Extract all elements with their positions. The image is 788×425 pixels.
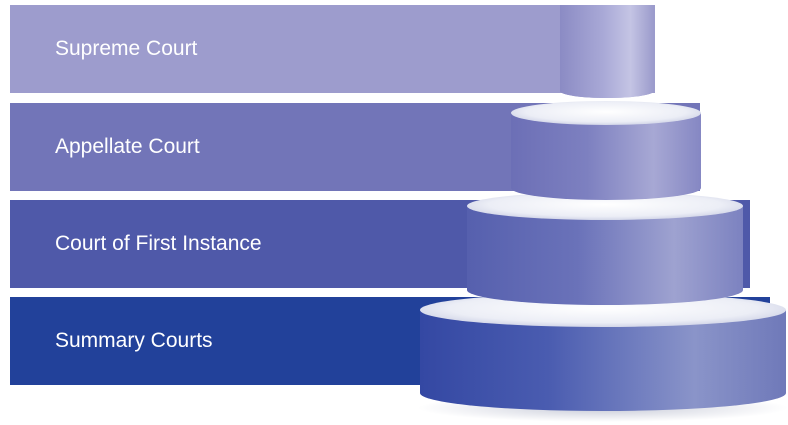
cylinder-tier-3 — [467, 192, 743, 305]
tier-label-summary-courts: Summary Courts — [55, 329, 213, 352]
tier-label-supreme-court: Supreme Court — [55, 37, 198, 60]
tier-label-court-of-first-instance: Court of First Instance — [55, 232, 262, 255]
tier-band-supreme-court: Supreme Court — [10, 5, 655, 93]
cylinder-tier-1 — [560, 5, 655, 98]
cylinder-tier-2 — [511, 101, 701, 200]
tier-label-appellate-court: Appellate Court — [55, 135, 200, 158]
cylinder-tier-4 — [420, 293, 786, 411]
